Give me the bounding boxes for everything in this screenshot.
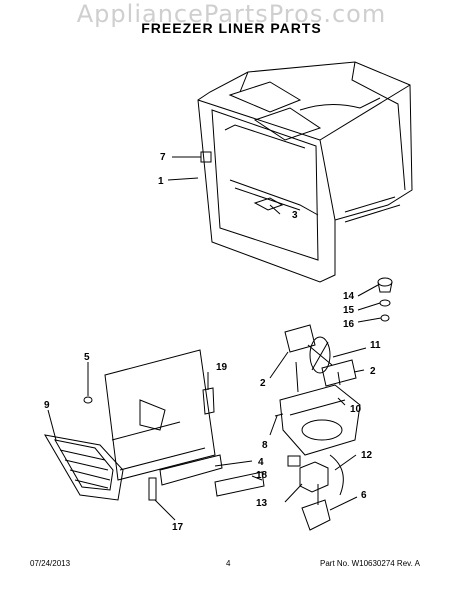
callout-leader-lines xyxy=(47,156,382,521)
page-title: FREEZER LINER PARTS xyxy=(141,20,322,36)
callout-8: 8 xyxy=(262,440,268,451)
evaporator-cover-drawing xyxy=(83,349,265,501)
callout-3: 3 xyxy=(292,210,298,221)
callout-6: 6 xyxy=(361,490,367,501)
callout-15: 15 xyxy=(343,305,355,316)
freezer-liner-drawing xyxy=(197,61,413,283)
callout-1: 1 xyxy=(158,176,164,187)
footer-part-number: Part No. W10630274 Rev. A xyxy=(320,559,420,568)
callout-5: 5 xyxy=(84,352,90,363)
callout-12: 12 xyxy=(361,450,373,461)
callout-7: 7 xyxy=(160,152,166,163)
callout-19: 19 xyxy=(216,362,228,373)
callout-4: 4 xyxy=(258,457,264,468)
callout-labels: 7 1 3 14 15 16 11 2 2 10 5 19 9 8 4 18 1… xyxy=(44,152,381,533)
callout-17: 17 xyxy=(172,522,184,533)
footer-page-number: 4 xyxy=(226,559,231,568)
callout-2a: 2 xyxy=(260,378,266,389)
footer-date: 07/24/2013 xyxy=(30,559,71,568)
callout-13: 13 xyxy=(256,498,268,509)
nut-washer-stack-drawing xyxy=(377,277,393,322)
callout-9: 9 xyxy=(44,400,50,411)
callout-14: 14 xyxy=(343,291,355,302)
fan-housing-drawing xyxy=(274,324,361,531)
callout-16: 16 xyxy=(343,319,355,330)
watermark: AppliancePartsPros.com xyxy=(76,0,387,28)
callout-11: 11 xyxy=(370,340,381,351)
callout-2b: 2 xyxy=(370,366,376,377)
grille-drawing xyxy=(44,434,124,501)
callout-10: 10 xyxy=(350,404,362,415)
callout-18: 18 xyxy=(256,470,268,481)
